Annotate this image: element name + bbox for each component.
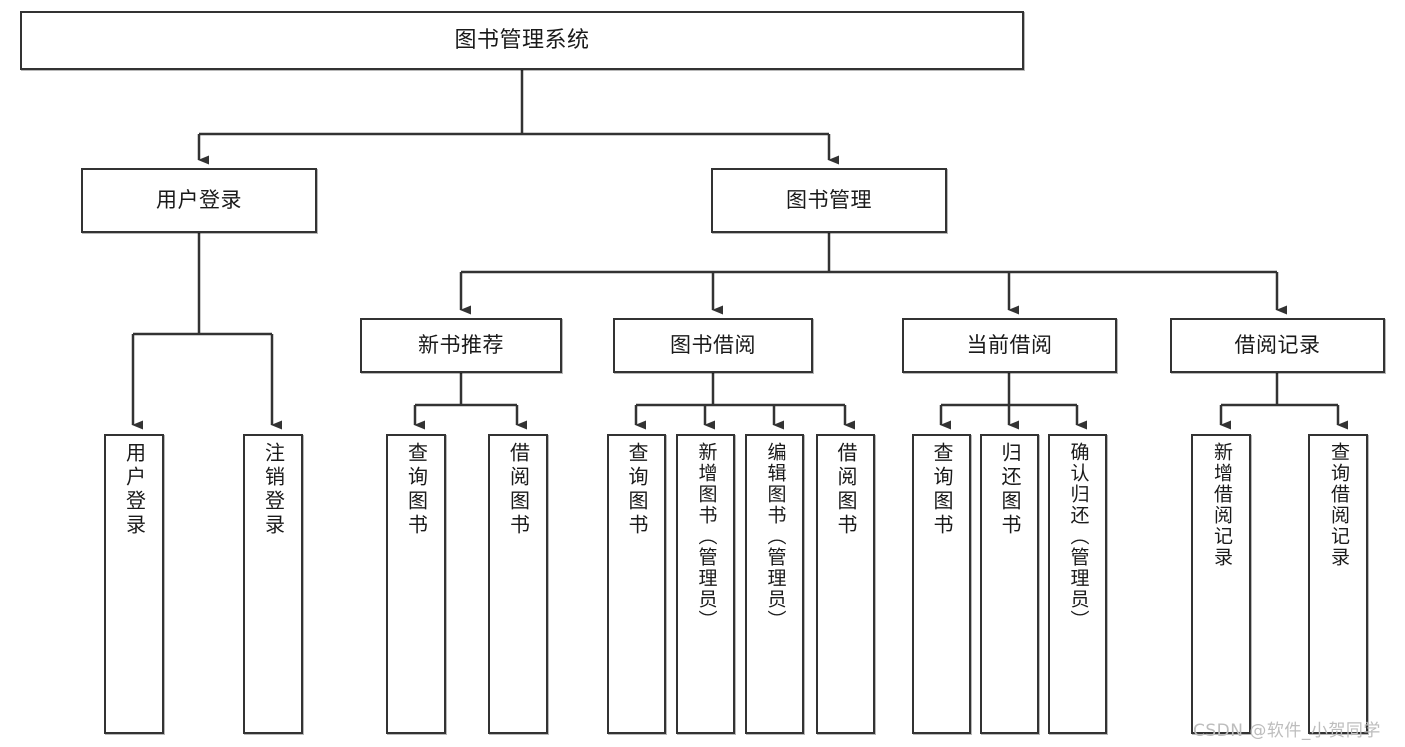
node-borrow-record[interactable]: 借阅记录 <box>1170 318 1385 373</box>
node-label: 编辑图书（管理员） <box>764 442 787 631</box>
leaf-user-login-logout[interactable]: 注销登录 <box>243 434 303 734</box>
node-label: 查询图书 <box>404 442 429 538</box>
node-label: 查询图书 <box>625 442 649 538</box>
leaf-current-borrow-query[interactable]: 查询图书 <box>912 434 971 734</box>
node-book-borrow[interactable]: 图书借阅 <box>613 318 813 373</box>
node-label: 图书借阅 <box>670 333 756 358</box>
node-label: 借阅图书 <box>834 442 858 538</box>
node-current-borrow[interactable]: 当前借阅 <box>902 318 1117 373</box>
leaf-current-borrow-confirm-admin[interactable]: 确认归还（管理员） <box>1048 434 1107 734</box>
leaf-user-login-login[interactable]: 用户登录 <box>104 434 164 734</box>
node-label: 查询图书 <box>930 442 954 538</box>
watermark-text: CSDN @软件_小贺同学 <box>1193 721 1381 741</box>
node-label: 用户登录 <box>156 188 242 213</box>
node-label: 图书管理 <box>786 188 872 213</box>
leaf-borrow-record-query[interactable]: 查询借阅记录 <box>1308 434 1368 734</box>
node-label: 新书推荐 <box>418 333 504 358</box>
leaf-book-borrow-add-admin[interactable]: 新增图书（管理员） <box>676 434 735 734</box>
node-label: 新增图书（管理员） <box>695 442 718 631</box>
node-label: 归还图书 <box>998 442 1022 538</box>
node-book-management-system[interactable]: 图书管理系统 <box>20 11 1024 70</box>
node-label: 确认归还（管理员） <box>1067 442 1090 631</box>
leaf-borrow-record-add[interactable]: 新增借阅记录 <box>1191 434 1251 734</box>
leaf-new-book-borrow[interactable]: 借阅图书 <box>488 434 548 734</box>
node-book-management[interactable]: 图书管理 <box>711 168 947 233</box>
leaf-book-borrow-edit-admin[interactable]: 编辑图书（管理员） <box>745 434 804 734</box>
node-label: 图书管理系统 <box>454 27 590 53</box>
node-user-login[interactable]: 用户登录 <box>81 168 317 233</box>
node-new-book-recommend[interactable]: 新书推荐 <box>360 318 562 373</box>
node-label: 查询借阅记录 <box>1327 442 1350 568</box>
node-label: 当前借阅 <box>966 333 1053 358</box>
node-label: 借阅图书 <box>506 442 531 538</box>
node-label: 新增借阅记录 <box>1210 442 1233 568</box>
node-label: 注销登录 <box>261 442 286 538</box>
node-label: 用户登录 <box>122 442 147 538</box>
leaf-new-book-query[interactable]: 查询图书 <box>386 434 446 734</box>
leaf-book-borrow-query[interactable]: 查询图书 <box>607 434 666 734</box>
leaf-book-borrow-borrow[interactable]: 借阅图书 <box>816 434 875 734</box>
node-label: 借阅记录 <box>1234 333 1321 358</box>
leaf-current-borrow-return[interactable]: 归还图书 <box>980 434 1039 734</box>
